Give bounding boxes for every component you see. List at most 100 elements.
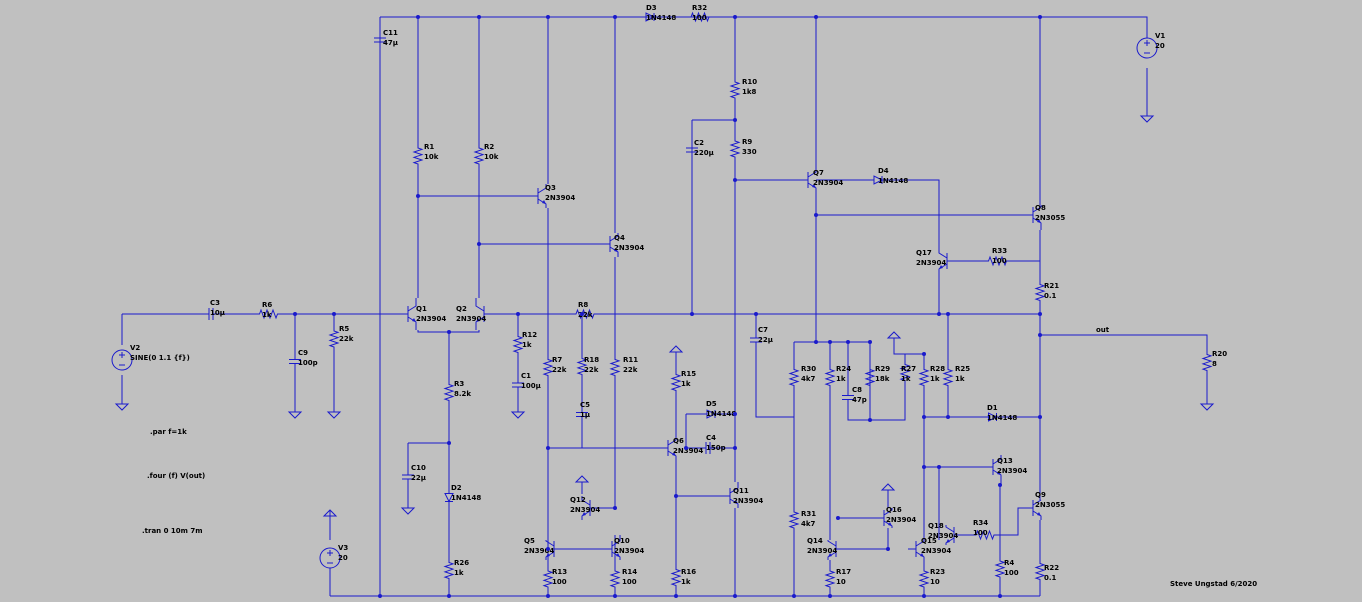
- q10-value-label: 2N3904: [614, 547, 644, 555]
- c11-ref-label: C11: [383, 29, 398, 37]
- q7-value-label: 2N3904: [813, 179, 843, 187]
- ground-symbol: [326, 411, 342, 419]
- junctions: [293, 15, 1042, 598]
- r2-value-label: 10k: [484, 153, 499, 161]
- v3-value-label: 20: [338, 554, 348, 562]
- r27-ref-label: R27: [901, 365, 916, 373]
- directive-four: .four (f) V(out): [147, 472, 205, 480]
- r1-value-label: 10k: [424, 153, 439, 161]
- r13-value-label: 100: [552, 578, 567, 586]
- r7-ref-label: R7: [552, 356, 562, 364]
- q11-value-label: 2N3904: [733, 497, 763, 505]
- supply-symbol: [574, 475, 590, 483]
- r16-ref-label: R16: [681, 568, 696, 576]
- c3-value-label: 10µ: [210, 309, 225, 317]
- c5-ref-label: C5: [580, 401, 590, 409]
- ground-symbol: [1199, 403, 1215, 411]
- c3-ref-label: C3: [210, 299, 220, 307]
- r9-value-label: 330: [742, 148, 757, 156]
- q11-ref-label: Q11: [733, 487, 749, 495]
- labels: out Steve Ungstad 6/2020 .par f=1k .four…: [142, 326, 1257, 588]
- c8-value-label: 47p: [852, 396, 867, 404]
- v3-ref-label: V3: [338, 544, 348, 552]
- c7-value-label: 22µ: [758, 336, 773, 344]
- c9-ref-label: C9: [298, 349, 308, 357]
- q4-ref-label: Q4: [614, 234, 625, 242]
- transistor-q3: Q3 2N3904: [530, 184, 575, 208]
- q2-ref-label: Q2: [456, 305, 467, 313]
- supply-symbol: [668, 345, 684, 353]
- r15-value-label: 1k: [681, 380, 691, 388]
- r20-ref-label: R20: [1212, 350, 1227, 358]
- r24-ref-label: R24: [836, 365, 851, 373]
- q3-ref-label: Q3: [545, 184, 556, 192]
- d2-value-label: 1N4148: [451, 494, 481, 502]
- r21-ref-label: R21: [1044, 282, 1059, 290]
- d3-value-label: 1N4148: [646, 14, 676, 22]
- q7-ref-label: Q7: [813, 169, 824, 177]
- v1-ref-label: V1: [1155, 32, 1165, 40]
- signature: Steve Ungstad 6/2020: [1170, 580, 1257, 588]
- d5-ref-label: D5: [706, 400, 717, 408]
- q16-ref-label: Q16: [886, 506, 902, 514]
- r12-ref-label: R12: [522, 331, 537, 339]
- transistor-q7: Q7 2N3904: [800, 169, 843, 190]
- r34-ref-label: R34: [973, 519, 988, 527]
- c2-value-label: 220µ: [694, 149, 714, 157]
- r10-value-label: 1k8: [742, 88, 757, 96]
- c2-ref-label: C2: [694, 139, 704, 147]
- supply-symbol: [880, 483, 896, 491]
- r33-ref-label: R33: [992, 247, 1007, 255]
- r9-ref-label: R9: [742, 138, 752, 146]
- r4-ref-label: R4: [1004, 559, 1014, 567]
- q12-value-label: 2N3904: [570, 506, 600, 514]
- r18-ref-label: R18: [584, 356, 599, 364]
- capacitor-c2: C2 220µ: [686, 139, 714, 160]
- q3-value-label: 2N3904: [545, 194, 575, 202]
- c10-ref-label: C10: [411, 464, 426, 472]
- ground-symbol: [400, 507, 416, 515]
- r14-value-label: 100: [622, 578, 637, 586]
- v1-value-label: 20: [1155, 42, 1165, 50]
- c1-value-label: 100µ: [521, 382, 541, 390]
- r2-ref-label: R2: [484, 143, 494, 151]
- ground-symbol: [1139, 115, 1155, 123]
- r20-value-label: 8: [1212, 360, 1217, 368]
- c5-value-label: 1µ: [580, 411, 590, 419]
- r27-value-label: 1k: [901, 375, 911, 383]
- d4-ref-label: D4: [878, 167, 889, 175]
- transistor-q11: Q11 2N3904: [722, 482, 763, 508]
- q6-ref-label: Q6: [673, 437, 684, 445]
- q14-ref-label: Q14: [807, 537, 823, 545]
- d1-ref-label: D1: [987, 404, 998, 412]
- r23-ref-label: R23: [930, 568, 945, 576]
- r13-ref-label: R13: [552, 568, 567, 576]
- q16-value-label: 2N3904: [886, 516, 916, 524]
- transistor-q16: Q16 2N3904: [876, 506, 916, 528]
